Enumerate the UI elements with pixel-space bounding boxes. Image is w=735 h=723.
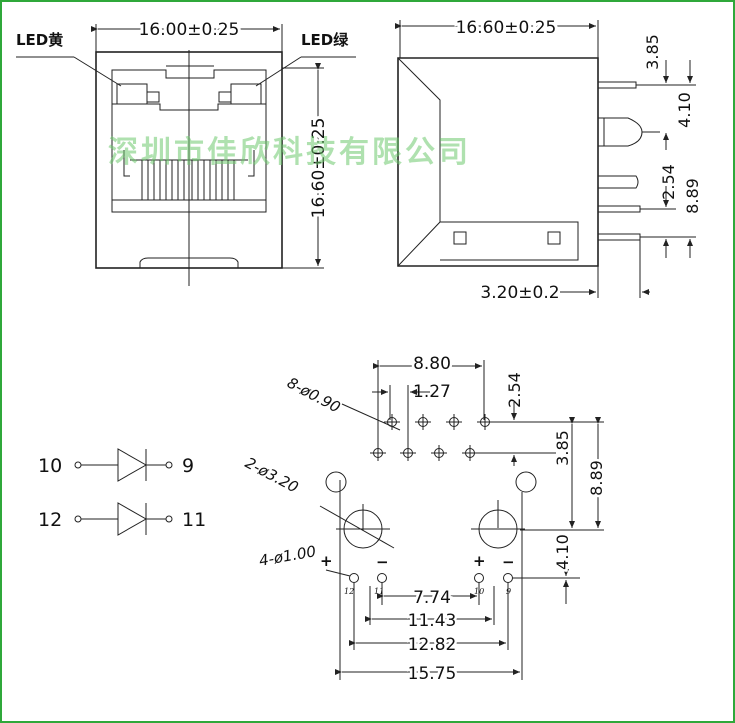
side-width-dim: 16.60±0.25 bbox=[456, 18, 557, 38]
fp-plus-left: + bbox=[320, 552, 333, 570]
fp-mount-holes: 2-ø3.20 bbox=[242, 454, 301, 497]
side-dim-254: 2.54 bbox=[659, 164, 678, 200]
fp-minus-right: − bbox=[502, 553, 515, 571]
company-watermark: 深圳市佳欣科技有限公司 bbox=[108, 135, 471, 170]
front-height-dim: 16.60±0.25 bbox=[309, 118, 329, 219]
fp-dim-385: 3.85 bbox=[553, 430, 572, 466]
fp-plus-right: + bbox=[473, 552, 486, 570]
fp-pin-12: 12 bbox=[344, 587, 354, 596]
fp-dim-410: 4.10 bbox=[553, 534, 572, 570]
front-view: 16.00±0.25 LED黄 LED绿 bbox=[16, 17, 356, 286]
side-dim-889: 8.89 bbox=[683, 178, 702, 214]
fp-dim-1143: 11.43 bbox=[408, 611, 457, 631]
fp-pin-holes: 8-ø0.90 bbox=[284, 374, 343, 417]
fp-dim-889: 8.89 bbox=[587, 460, 606, 496]
fp-dim-1282: 12.82 bbox=[408, 635, 457, 655]
led-schematic: 10 9 12 11 bbox=[38, 448, 206, 536]
side-view: 16.60±0.25 3.85 4.10 2.54 8.89 3. bbox=[395, 15, 705, 303]
fp-pitch: 1.27 bbox=[413, 382, 451, 402]
fp-led-holes: 4-ø1.00 bbox=[258, 542, 318, 570]
fp-row-offset: 2.54 bbox=[505, 372, 524, 408]
fp-pitch-total: 8.80 bbox=[413, 354, 451, 374]
led-pin-holes: + − + − 12 11 10 9 bbox=[320, 552, 515, 596]
fp-minus-left: − bbox=[376, 553, 389, 571]
fp-dim-1575: 15.75 bbox=[408, 664, 457, 684]
led-yellow-label: LED黄 bbox=[16, 31, 63, 49]
front-width-dim: 16.00±0.25 bbox=[139, 20, 240, 40]
pcb-footprint: 8.80 1.27 8-ø0.90 2.54 3.85 bbox=[242, 352, 608, 687]
led-green-label: LED绿 bbox=[301, 31, 349, 49]
side-bottom-dim: 3.20±0.2 bbox=[480, 283, 559, 303]
fp-dim-774: 7.74 bbox=[413, 588, 451, 608]
signal-pin-holes bbox=[370, 414, 493, 461]
fp-pin-11: 11 bbox=[374, 587, 384, 596]
led1-anode-pin: 10 bbox=[38, 455, 62, 477]
side-dim-385: 3.85 bbox=[643, 34, 662, 70]
led1-cathode-pin: 9 bbox=[182, 455, 194, 477]
fp-pin-9: 9 bbox=[506, 587, 511, 596]
side-dim-410: 4.10 bbox=[675, 92, 694, 128]
led2-cathode-pin: 11 bbox=[182, 509, 206, 531]
led2-anode-pin: 12 bbox=[38, 509, 62, 531]
